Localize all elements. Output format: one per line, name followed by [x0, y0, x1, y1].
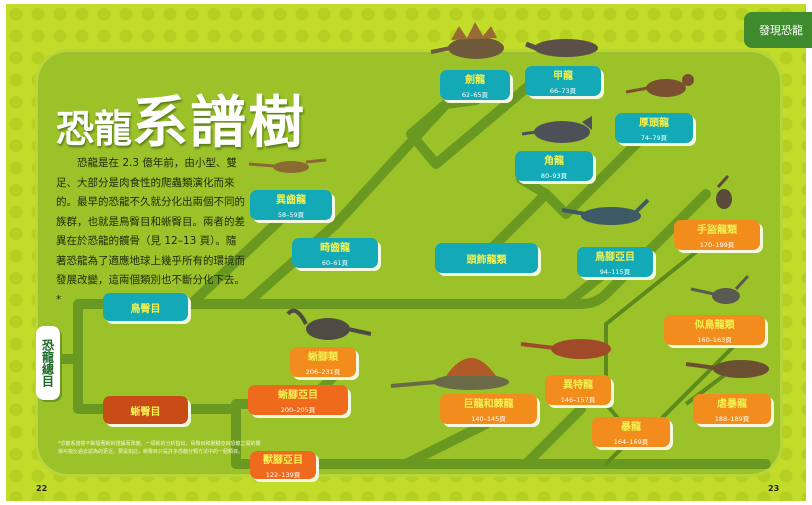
branch-theropod [311, 404, 771, 469]
node-saurischia[interactable]: 蜥臀目 [103, 396, 188, 424]
node-ornithischia[interactable]: 鳥臀目 [103, 293, 188, 321]
root-node: 恐龍總目 [36, 326, 60, 400]
ornithomimid-icon [690, 274, 750, 304]
page-number-left: 22 [36, 484, 48, 493]
page-title: 恐龍系譜樹 [56, 91, 307, 156]
spinosaurus-icon [390, 358, 509, 390]
node-marginocephalia[interactable]: 頭飾龍類 [435, 243, 538, 273]
footnote: *恐龍系譜樹不斷隨著新的證據而改變。一項新的分析指出，鳥臀目和獸腳亞目恐龍之間的… [58, 441, 261, 455]
heterodontosaurus-icon [248, 158, 327, 173]
branch-ornithischia [181, 189, 711, 309]
intro-text: 恐龍是在 2.3 億年前，由小型、雙足、大部分是肉食性的爬蟲類演化而來的。最早的… [56, 157, 245, 306]
page-number-right: 23 [768, 484, 780, 493]
branch-thyreo [406, 79, 536, 169]
branch-orn-1 [186, 214, 286, 309]
stegosaurus-icon [430, 22, 504, 59]
maniraptor-icon [716, 174, 732, 209]
tree-branches [51, 79, 771, 469]
ankylosaurus-icon [525, 39, 598, 57]
dinosaur-illustrations [248, 22, 769, 390]
book-spread: 發現恐龍 恐龍系譜樹 恐龍是在 2.3 億年前，由小型、雙足、大部分是肉食性的爬… [6, 4, 812, 501]
sauropod-icon [286, 308, 372, 340]
branch-root [51, 299, 111, 414]
section-tab[interactable]: 發現恐龍 [744, 12, 812, 48]
triceratops-icon [521, 116, 592, 143]
pachycephalosaurus-icon [625, 74, 694, 97]
branch-orn-2 [241, 95, 481, 309]
branch-margino2 [541, 129, 651, 219]
hadrosaur-icon [561, 198, 650, 225]
allosaurus-icon [520, 339, 611, 359]
tyrannosaurus-icon [685, 360, 769, 378]
